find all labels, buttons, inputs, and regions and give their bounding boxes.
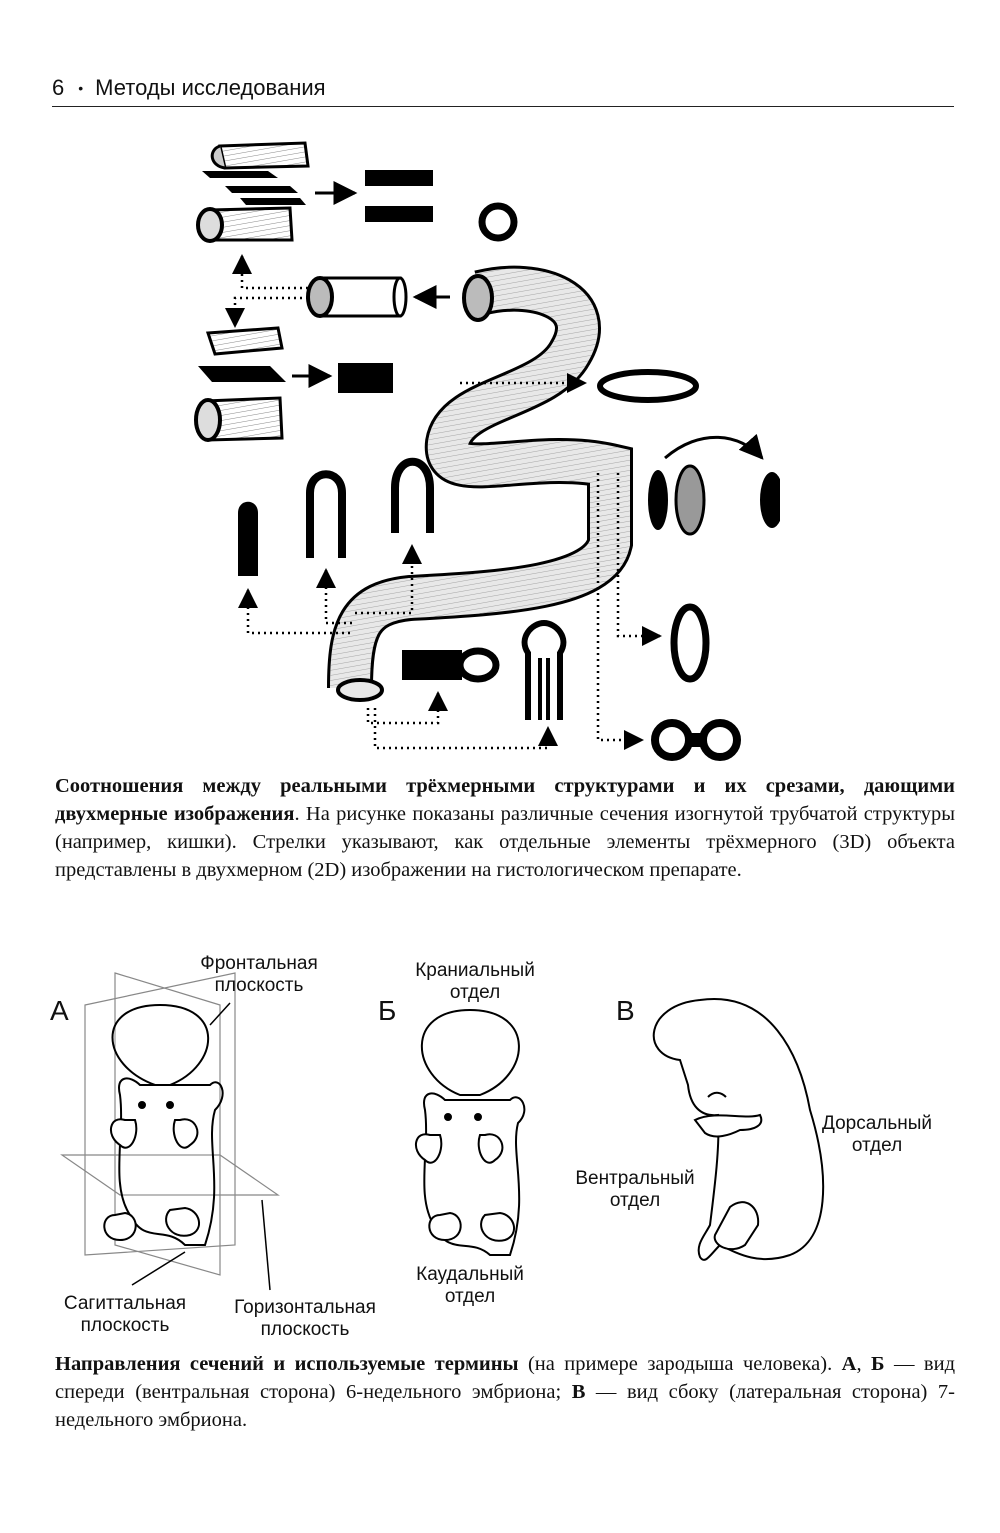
caption-2-text-1: (на примере зародыша человека). [518, 1353, 842, 1375]
oval-section [597, 369, 699, 403]
caption-2-letter-a: А [841, 1353, 857, 1375]
bullet: • [78, 80, 84, 96]
section-title: Методы исследования [95, 75, 326, 100]
ventral-line-1: Вентральный [575, 1168, 695, 1189]
figure-eight-section [596, 473, 741, 761]
dorsal-line-2: отдел [851, 1135, 903, 1156]
ventral-label: Вентральный отдел [560, 1168, 710, 1212]
sagittal-plane-label: Сагиттальная плоскость [50, 1293, 200, 1337]
sagittal-line-2: плоскость [80, 1315, 170, 1336]
caption-2-letter-v: В [571, 1381, 586, 1403]
caudal-line-1: Каудальный [416, 1264, 524, 1285]
frontal-line-2: плоскость [214, 975, 304, 996]
figure-caption-2: Направления сечений и используемые терми… [55, 1350, 955, 1434]
ring-section [478, 202, 518, 242]
u-sections [238, 457, 434, 635]
caption-1-text: . На рисунке показаны различные сечения … [55, 803, 955, 881]
caption-2-text-4: — вид сбоку (латеральная сторона) 7-неде… [55, 1381, 955, 1431]
caption-1-title: Соотношения между реальными трёхмерными … [55, 775, 955, 825]
cut-cylinders-longitudinal [196, 141, 433, 243]
horizontal-line-1: Горизонтальная [234, 1297, 376, 1318]
section-planes [60, 972, 280, 1276]
cylinder-middle [225, 254, 450, 328]
panel-b-letter: Б [378, 995, 397, 1026]
panel-a-letter: А [50, 995, 69, 1026]
caption-2-text-2: , [856, 1353, 871, 1375]
tube-sections-figure [194, 141, 780, 761]
keyhole-sections [366, 619, 567, 750]
caudal-line-2: отдел [444, 1286, 496, 1307]
embryo-planes-figure: А Б В Фронтальная плоскость Краниальный … [40, 945, 960, 1345]
cranial-line-2: отдел [449, 982, 501, 1003]
embryo-v [652, 997, 825, 1261]
panel-v-letter: В [616, 995, 635, 1026]
caption-2-title: Направления сечений и используемые терми… [55, 1353, 519, 1375]
ventral-line-2: отдел [609, 1190, 661, 1211]
cranial-label: Краниальный отдел [400, 960, 550, 1004]
page-header: 6 • Методы исследования [52, 70, 954, 107]
cranial-line-1: Краниальный [415, 960, 535, 981]
embryo-drawings [60, 972, 825, 1291]
embryo-b [415, 1008, 526, 1256]
vertical-ring [670, 603, 710, 683]
caption-2-letter-b: Б [871, 1353, 885, 1375]
frontal-plane-label: Фронтальная плоскость [184, 953, 334, 997]
curved-tube [327, 265, 633, 702]
frontal-line-1: Фронтальная [200, 953, 318, 974]
horizontal-line-2: плоскость [260, 1319, 350, 1340]
page-number: 6 [52, 75, 65, 100]
sagittal-line-1: Сагиттальная [63, 1293, 187, 1314]
caption-2-text-3: — вид спереди (вентральная сторона) 6-не… [55, 1353, 955, 1403]
figure-caption-1: Соотношения между реальными трёхмерными … [55, 772, 955, 884]
tangential-sections [648, 433, 780, 536]
dorsal-label: Дорсальный отдел [802, 1113, 952, 1157]
caudal-label: Каудальный отдел [395, 1264, 545, 1308]
horizontal-plane-label: Горизонтальная плоскость [215, 1297, 395, 1341]
dorsal-line-1: Дорсальный [821, 1113, 933, 1134]
cut-cylinders-oblique [194, 326, 393, 442]
embryo-a [103, 1003, 224, 1246]
